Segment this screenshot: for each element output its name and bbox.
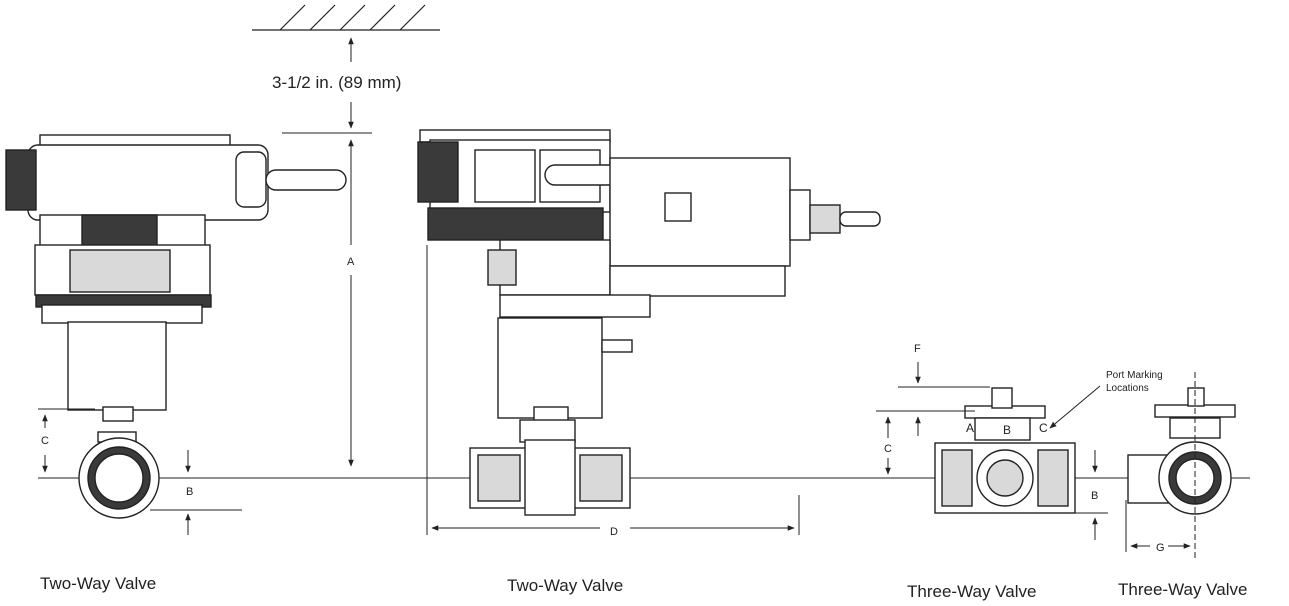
three-way-valve-side-view xyxy=(1127,387,1236,515)
caption-two-way-valve-center: Two-Way Valve xyxy=(507,576,624,595)
two-way-valve-front-view xyxy=(417,129,881,516)
dimension-g-label: G xyxy=(1156,542,1165,554)
dimension-b-right xyxy=(1060,450,1108,540)
port-marking-note-line1: Port Marking xyxy=(1106,370,1163,381)
two-way-valve-side-view xyxy=(5,134,347,519)
port-a-label: A xyxy=(966,421,974,435)
port-marking-leader xyxy=(1049,385,1101,429)
clearance-label: 3-1/2 in. (89 mm) xyxy=(272,73,401,92)
clearance-dimension xyxy=(282,37,372,134)
dimension-c-left xyxy=(38,408,95,473)
dimension-c-right-label: C xyxy=(884,443,892,455)
ceiling-hatch xyxy=(252,4,440,31)
port-c-label: C xyxy=(1039,421,1048,435)
dimension-d xyxy=(426,245,800,535)
dimension-b-left xyxy=(150,450,242,535)
caption-three-way-valve-front: Three-Way Valve xyxy=(907,582,1037,601)
dimension-c-right xyxy=(876,410,975,475)
dimension-c-left-label: C xyxy=(41,435,49,447)
port-marking-note-line2: Locations xyxy=(1106,383,1149,394)
dimension-f-label: F xyxy=(914,343,921,355)
caption-two-way-valve-left: Two-Way Valve xyxy=(40,574,157,593)
three-way-valve-front-view xyxy=(934,387,1076,514)
dimension-g xyxy=(1125,500,1191,552)
caption-three-way-valve-side: Three-Way Valve xyxy=(1118,580,1248,599)
dimension-f xyxy=(898,362,990,436)
dimension-a-label: A xyxy=(347,256,355,268)
dimension-b-left-label: B xyxy=(186,486,193,498)
dimension-b-right-label: B xyxy=(1091,490,1098,502)
port-b-label: B xyxy=(1003,423,1011,437)
dimension-d-label: D xyxy=(610,526,618,538)
